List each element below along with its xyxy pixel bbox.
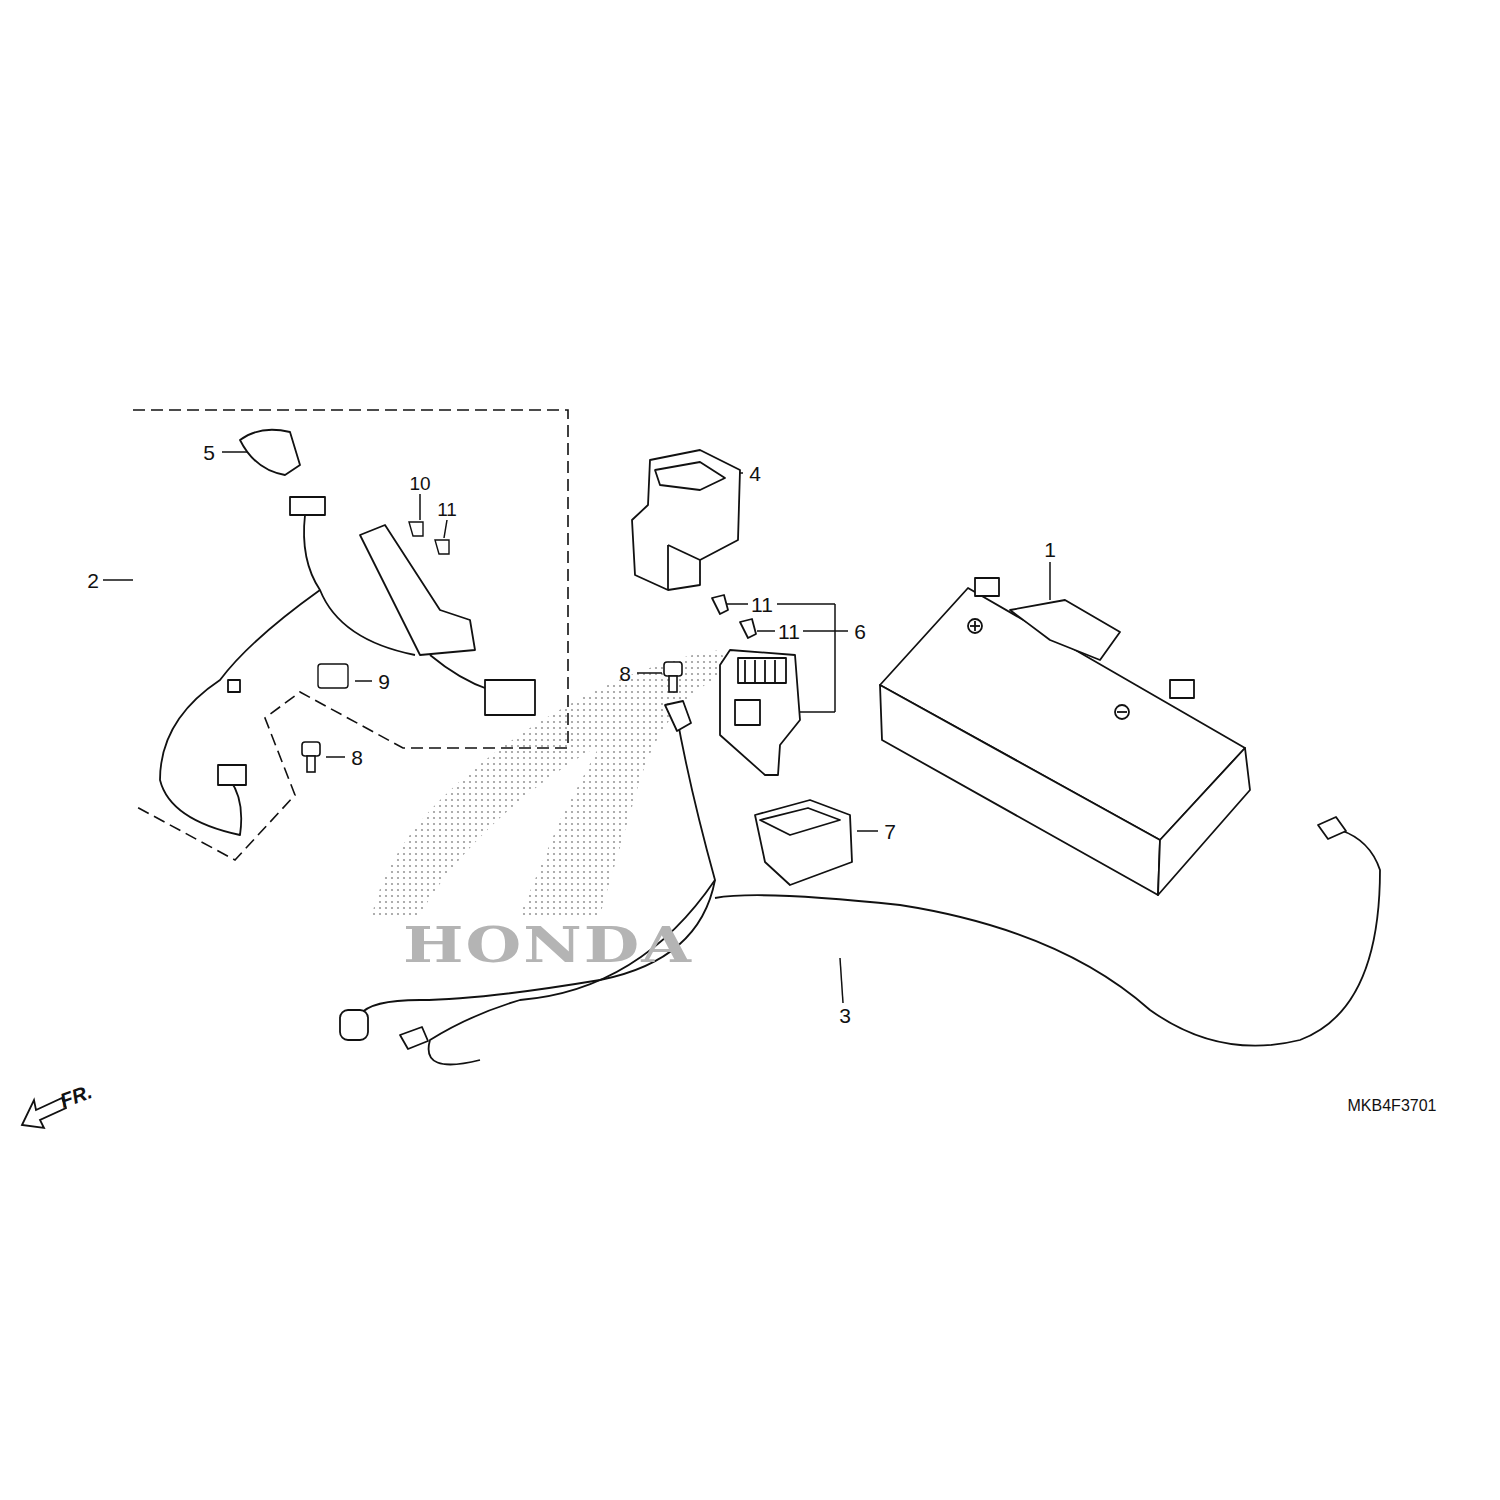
battery	[880, 685, 1160, 895]
leader-line	[840, 958, 843, 1003]
callout-number: 8	[351, 747, 363, 768]
relay-cap	[760, 808, 840, 835]
starter-relay	[735, 700, 760, 725]
leader-line	[444, 520, 447, 538]
leader-line	[800, 711, 835, 713]
direction-label: FR.	[57, 1081, 94, 1111]
starter-relay	[738, 658, 786, 683]
fuse-box-harness	[240, 430, 300, 475]
fuse-box-harness	[218, 765, 246, 785]
starter-relay	[740, 619, 756, 638]
starter-relay	[720, 650, 800, 775]
starter-relay	[774, 660, 776, 682]
fuse	[318, 664, 348, 688]
fuse	[435, 540, 449, 554]
front-arrow	[22, 1098, 66, 1128]
leader-line	[1049, 562, 1051, 600]
bolt	[302, 742, 320, 756]
wire-harness	[1318, 817, 1346, 839]
fuse-box-harness	[485, 680, 535, 715]
group-outline	[133, 410, 568, 860]
callout-number: 5	[203, 442, 215, 463]
group-outline	[133, 410, 568, 860]
wire-harness	[665, 701, 691, 731]
diagram-code: MKB4F3701	[1348, 1098, 1437, 1114]
bolt	[302, 662, 682, 772]
starter-relay-cover	[655, 462, 725, 490]
starter-relay	[754, 660, 756, 682]
leader-line	[803, 630, 848, 632]
watermark: HONDA	[403, 921, 693, 969]
bolt	[307, 756, 315, 772]
starter-relay	[744, 660, 746, 682]
leader-line	[857, 830, 878, 832]
battery	[975, 578, 999, 596]
relay-cap	[755, 800, 852, 885]
bolt	[664, 662, 682, 676]
callout-number: 2	[87, 570, 99, 591]
wire-harness	[715, 830, 1380, 1046]
wire-harness	[400, 1027, 428, 1049]
battery	[968, 619, 982, 633]
callout-number: 11	[437, 500, 457, 519]
callout-number: 1	[1044, 539, 1056, 560]
fuse-box-harness	[430, 655, 490, 690]
leader-line	[103, 579, 133, 581]
wire-harness	[360, 712, 715, 1015]
relay-cap	[755, 800, 852, 885]
starter-relay	[712, 595, 728, 614]
starter-relay-cover	[667, 545, 669, 590]
wire-harness	[340, 701, 1380, 1065]
bolt	[669, 676, 677, 692]
leader-line	[637, 672, 662, 674]
battery	[880, 578, 1250, 895]
battery	[974, 621, 976, 631]
front-arrow	[22, 1098, 66, 1128]
leader-line	[326, 756, 345, 758]
starter-relay	[712, 595, 800, 775]
leader-line	[419, 494, 421, 520]
starter-relay-cover	[632, 450, 740, 590]
starter-relay-cover	[632, 450, 740, 590]
fuse	[409, 522, 423, 536]
leader-line	[757, 630, 775, 632]
callout-number: 9	[378, 671, 390, 692]
leader-line	[727, 603, 748, 605]
callout-number: 11	[778, 621, 800, 642]
honda-wing-watermark	[372, 650, 730, 915]
callout-number: 6	[854, 621, 866, 642]
starter-relay	[764, 660, 766, 682]
fuse-box-harness	[160, 430, 535, 835]
battery	[1010, 600, 1120, 660]
wire-harness	[340, 1010, 368, 1040]
leader-line	[834, 604, 836, 712]
fuse-box-harness	[360, 525, 475, 655]
callout-number: 4	[749, 463, 761, 484]
battery	[1158, 748, 1250, 895]
fuse-box-harness	[228, 680, 240, 692]
honda-wing-watermark	[372, 650, 730, 915]
leader-line	[355, 680, 372, 682]
leader-line	[777, 603, 835, 605]
callout-number: 7	[884, 821, 896, 842]
starter-relay-cover	[668, 545, 700, 560]
battery	[1117, 711, 1127, 713]
callout-number: 3	[839, 1005, 851, 1026]
battery	[1170, 680, 1194, 698]
wire-harness	[429, 880, 715, 1065]
battery	[1115, 705, 1129, 719]
callout-number: 10	[409, 474, 430, 493]
fuse-box-harness	[290, 497, 325, 515]
callout-number: 11	[751, 594, 773, 615]
callout-number: 8	[619, 663, 631, 684]
fuse-box-harness	[160, 590, 320, 835]
